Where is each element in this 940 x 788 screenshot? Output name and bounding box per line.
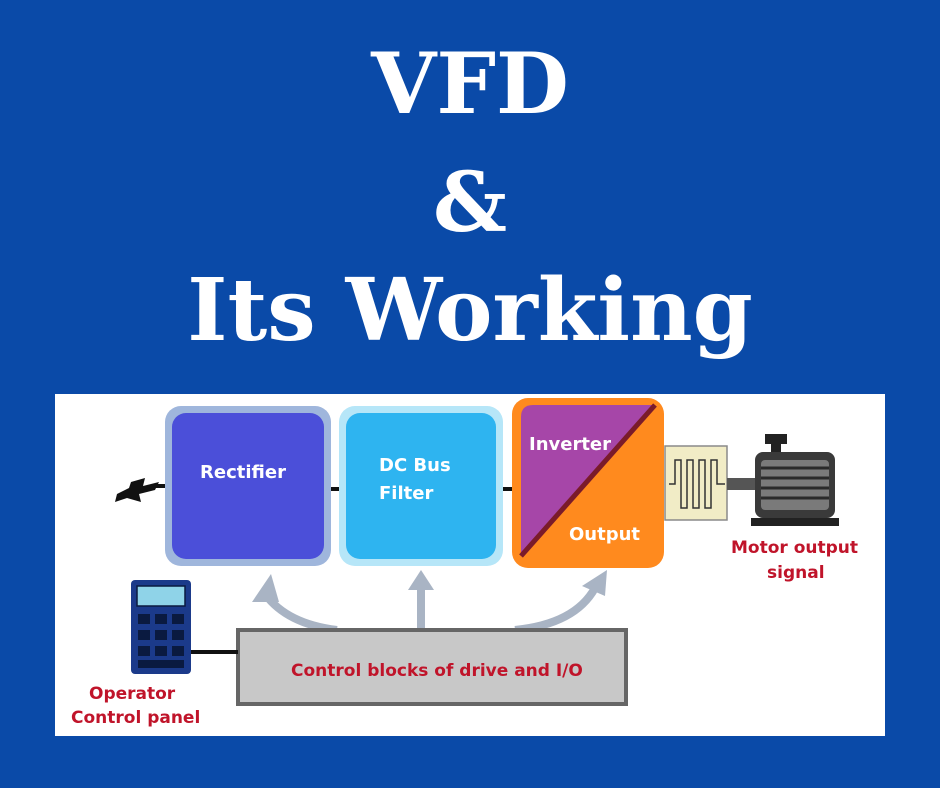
- operator-label-line1: Operator: [89, 684, 176, 704]
- pwm-waveform-icon: [669, 459, 725, 509]
- ac-input-lightning-icon: [115, 478, 159, 502]
- operator-label-line2: Control panel: [71, 708, 200, 728]
- arrow-head-inverter-icon: [582, 570, 607, 596]
- rectifier-label: Rectifier: [200, 462, 286, 483]
- operator-keypad-icon: [131, 580, 191, 674]
- dc-bus-block: [346, 413, 496, 559]
- dc-bus-label-line1: DC Bus: [379, 455, 451, 476]
- title-vfd: VFD: [371, 34, 569, 133]
- rectifier-block: [172, 413, 324, 559]
- inverter-label: Inverter: [529, 434, 611, 455]
- dc-bus-label-line2: Filter: [379, 483, 433, 504]
- motor-icon: [727, 434, 839, 526]
- inverter-divider: [519, 403, 657, 558]
- motor-label-line1: Motor output: [731, 538, 858, 558]
- output-label: Output: [569, 524, 640, 545]
- arrow-head-dcbus-icon: [408, 570, 434, 590]
- control-blocks-box: [236, 628, 628, 706]
- control-blocks-label: Control blocks of drive and I/O: [291, 661, 583, 681]
- feedback-arrows: [261, 585, 599, 634]
- vfd-block-diagram: Rectifier DC Bus Filter Inverter Output: [55, 394, 885, 736]
- arrow-head-rectifier-icon: [252, 574, 279, 602]
- title-ampersand: &: [432, 155, 508, 251]
- title-its-working: Its Working: [187, 260, 753, 361]
- diagram-canvas: Rectifier DC Bus Filter Inverter Output: [71, 398, 858, 728]
- motor-label-line2: signal: [767, 563, 825, 583]
